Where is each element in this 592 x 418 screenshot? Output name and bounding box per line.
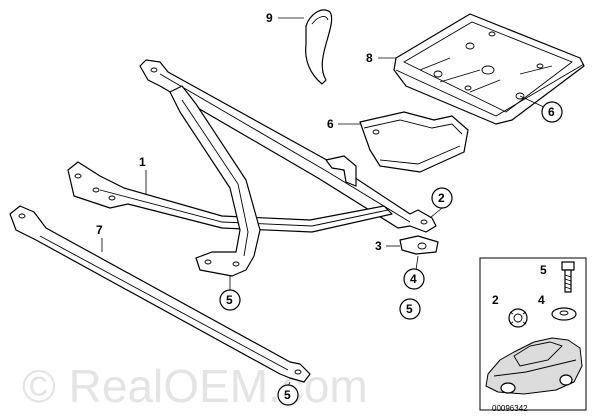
callout-6-circle-ring — [541, 101, 563, 123]
bolt-icon — [561, 261, 575, 293]
callout-3[interactable]: 3 — [375, 239, 382, 253]
callout-5a-ring — [219, 289, 241, 311]
car-silhouette-icon — [485, 337, 583, 395]
callout-2-ring — [431, 187, 453, 209]
callout-9[interactable]: 9 — [266, 11, 273, 25]
part-8-plate[interactable] — [393, 13, 585, 125]
callout-6[interactable]: 6 — [327, 117, 334, 131]
callout-2[interactable]: 2 — [438, 191, 445, 205]
part-7-strut[interactable] — [9, 205, 311, 383]
part-3-clamp[interactable] — [399, 235, 439, 255]
diagram-code: 00096342 — [492, 404, 528, 413]
callout-5b-ring — [399, 298, 421, 320]
inset-label-5: 5 — [540, 263, 547, 277]
part-6-shield[interactable] — [359, 111, 469, 173]
inset-box: 5 2 4 — [479, 257, 587, 411]
flat-washer-icon — [551, 307, 577, 321]
leader-6-circle — [519, 95, 547, 109]
inset-label-4: 4 — [538, 293, 545, 307]
callout-1[interactable]: 1 — [139, 155, 146, 169]
callout-4-ring — [403, 268, 425, 290]
part-9-bracket[interactable] — [305, 9, 333, 85]
callout-5c-ring — [277, 384, 299, 406]
lock-washer-icon — [508, 308, 528, 328]
callout-5c[interactable]: 5 — [284, 388, 291, 402]
leader-2 — [429, 207, 443, 219]
callout-6-circle[interactable]: 6 — [548, 105, 555, 119]
callout-7[interactable]: 7 — [96, 223, 103, 237]
callout-8[interactable]: 8 — [366, 51, 373, 65]
watermark-text: © RealOEM.com — [22, 360, 368, 412]
callout-5a[interactable]: 5 — [226, 293, 233, 307]
callout-4[interactable]: 4 — [410, 272, 417, 286]
leader-4 — [415, 255, 419, 271]
callout-5b[interactable]: 5 — [406, 302, 413, 316]
part-1-x-brace[interactable] — [67, 59, 437, 277]
inset-label-2: 2 — [492, 293, 499, 307]
